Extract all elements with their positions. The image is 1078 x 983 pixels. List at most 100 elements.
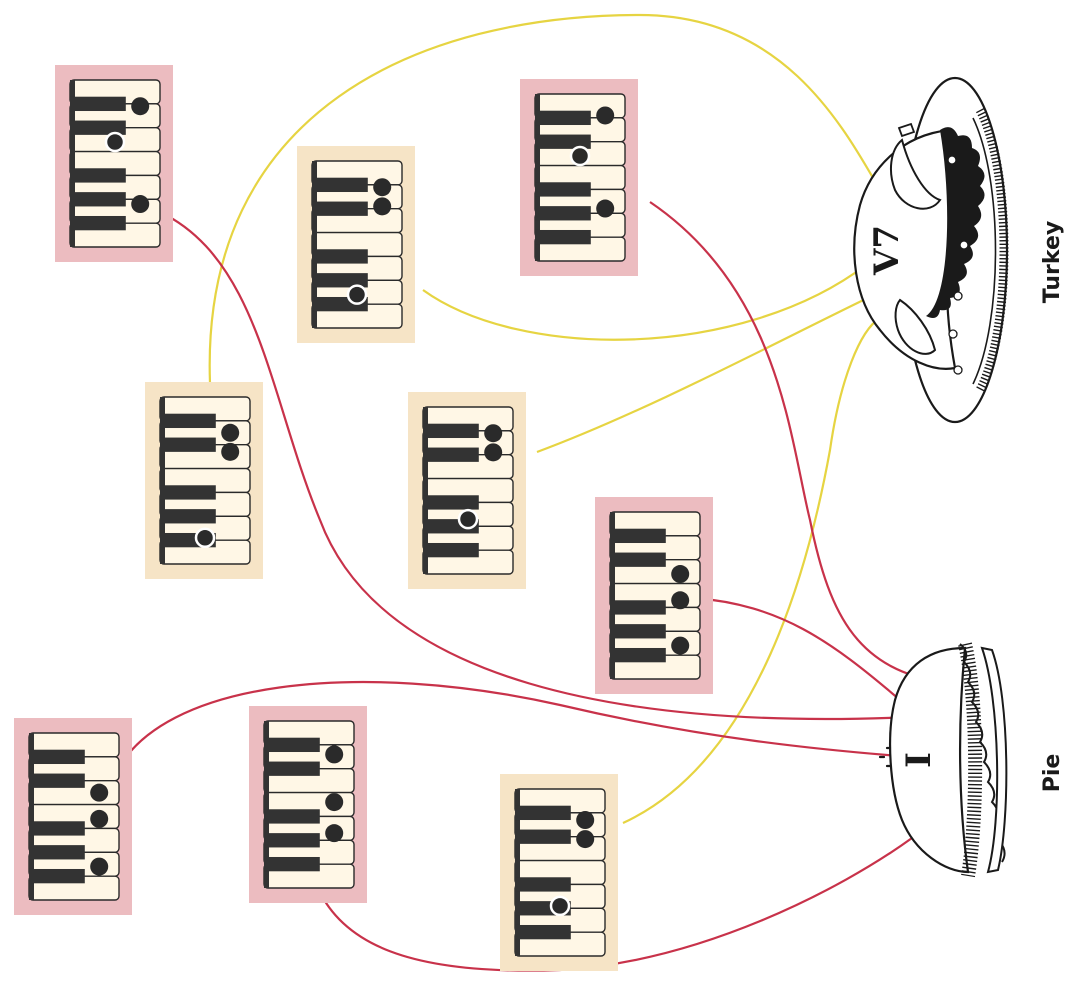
yellow-line-middle-left-to-turkey [208, 13, 881, 384]
black-key [29, 821, 85, 836]
black-key [29, 868, 85, 884]
chord-note-dot [373, 197, 392, 216]
black-key [515, 924, 571, 940]
turkey-garnish [926, 127, 985, 318]
black-key [535, 134, 591, 149]
card-cream-middle-left [145, 382, 263, 579]
black-key [515, 805, 571, 821]
card-cream-upper-middle [297, 146, 415, 343]
turkey-drumstick-top [889, 138, 942, 210]
black-key [160, 485, 216, 500]
chord-note-dot [325, 793, 344, 812]
black-key [264, 761, 320, 776]
black-key [610, 528, 666, 544]
card-cream-bottom-right [500, 774, 618, 971]
chord-note-dot [373, 178, 392, 197]
black-key [423, 542, 479, 558]
chord-note-dot [90, 783, 109, 802]
black-key [70, 120, 126, 135]
black-key [515, 829, 571, 844]
black-key [423, 495, 479, 510]
chord-note-dot [549, 895, 571, 917]
yellow-line-upper-middle-to-turkey [422, 264, 867, 341]
card-pink-bottom-middle [249, 706, 367, 903]
chord-note-dot [221, 423, 240, 442]
chord-note-dot [346, 284, 368, 305]
black-key [535, 229, 591, 245]
black-key [423, 423, 479, 439]
black-key [535, 206, 591, 221]
black-key [610, 552, 666, 567]
card-pink-bottom-left [14, 718, 132, 915]
yellow-line-middle-to-turkey [536, 291, 881, 454]
black-key [535, 110, 591, 126]
black-key [160, 437, 216, 452]
keyboard-cards [14, 65, 713, 971]
chord-note-dot [596, 106, 615, 125]
piano-keyboard [159, 396, 251, 565]
black-key [70, 168, 126, 183]
black-key [29, 773, 85, 788]
yellow-line-bottom-right-to-turkey [622, 317, 881, 824]
black-key [70, 96, 126, 112]
chord-note-dot [457, 508, 479, 530]
piano-keyboard [514, 788, 606, 957]
chord-note-dot [131, 97, 150, 116]
black-key [264, 809, 320, 824]
black-key [264, 833, 320, 848]
pie-illustration: I [878, 642, 1008, 878]
black-key [610, 624, 666, 639]
chord-note-dot [596, 199, 615, 218]
card-pink-top-middle [520, 79, 638, 276]
chord-note-dot [671, 591, 690, 610]
card-pink-middle-right [595, 497, 713, 694]
chord-note-dot [576, 811, 595, 830]
chord-note-dot [131, 195, 150, 214]
red-line-middle-right-to-pie [694, 596, 901, 701]
chord-note-dot [325, 824, 344, 843]
black-key [423, 447, 479, 462]
black-key [535, 182, 591, 197]
black-key [160, 413, 216, 429]
black-key [70, 192, 126, 207]
chord-note-dot [90, 857, 109, 876]
chord-note-dot [671, 565, 690, 584]
pie-crust-body [889, 646, 970, 874]
black-key [312, 177, 368, 193]
turkey-label: Turkey [1040, 221, 1065, 303]
card-cream-middle [408, 392, 526, 589]
chord-note-dot [221, 442, 240, 461]
black-key [312, 249, 368, 264]
black-key [264, 856, 320, 872]
turkey-drumstick-bottom [894, 298, 937, 355]
chord-note-dot [194, 527, 216, 549]
chord-note-dot [90, 809, 109, 828]
black-key [264, 737, 320, 753]
chord-note-dot [484, 424, 503, 443]
black-key [29, 749, 85, 765]
chord-note-dot [569, 145, 591, 167]
black-key [515, 877, 571, 892]
chord-note-dot [325, 745, 344, 764]
turkey-chord-label: V7 [867, 225, 907, 276]
red-line-bottom-left-to-pie [114, 680, 913, 776]
chord-note-dot [104, 131, 126, 153]
turkey-illustration: V7 [853, 76, 1009, 424]
chord-note-dot [484, 443, 503, 462]
black-key [29, 845, 85, 860]
pie-label: Pie [1040, 754, 1065, 793]
card-pink-top-left [55, 65, 173, 262]
chord-note-dot [671, 636, 690, 655]
turkey-platter-rim [976, 107, 1009, 393]
black-key [610, 600, 666, 615]
chord-note-dot [576, 830, 595, 849]
pie-chord-label: I [899, 752, 939, 768]
black-key [160, 509, 216, 524]
black-key [312, 201, 368, 216]
red-line-top-left-to-pie [159, 211, 913, 721]
black-key [610, 647, 666, 663]
black-key [312, 273, 368, 288]
red-line-top-middle-to-pie [649, 201, 946, 685]
